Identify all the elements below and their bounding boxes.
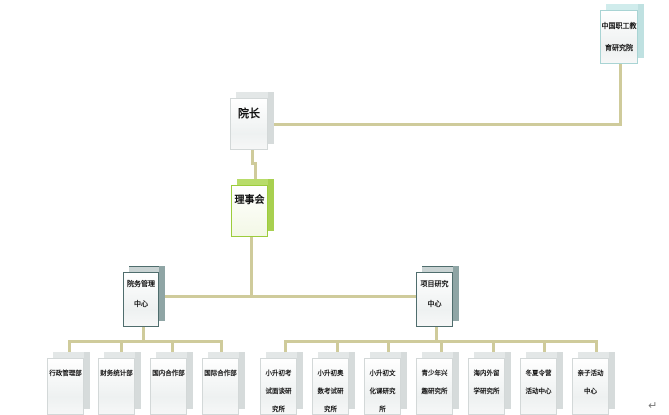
node-label-line: 中心 xyxy=(584,387,597,395)
node-label-line: 行政管理部 xyxy=(49,369,82,377)
node-label-line: 院务管理 xyxy=(127,280,155,288)
node-label-line: 趣研究所 xyxy=(421,387,448,395)
node-label-line: 活动中心 xyxy=(525,387,552,395)
node-label-line: 试面谈研 xyxy=(265,387,292,395)
node-label-line: 中国职工教 xyxy=(601,22,637,30)
node-label-line: 小升初考 xyxy=(265,369,292,377)
node-admin-center: 院务管理 中心 xyxy=(123,266,165,327)
node-label-line: 化课研究 xyxy=(369,387,396,395)
connector-research-drop-3 xyxy=(387,340,390,353)
node-research-center: 项目研究 中心 xyxy=(416,266,459,327)
connector-centers-horizontal xyxy=(164,295,418,298)
node-research-unit: 小升初奥 数考试研 究所 xyxy=(312,352,355,415)
node-admin-dept: 财务统计部 xyxy=(98,352,141,415)
node-research-unit: 小升初文 化课研究 所 xyxy=(364,352,407,415)
connector-board-down xyxy=(250,236,253,296)
node-label-line: 小升初文 xyxy=(369,369,396,377)
node-label-line: 数考试研 xyxy=(317,387,344,395)
node-label-line: 究所 xyxy=(272,405,285,413)
connector-president-to-top-right xyxy=(274,123,620,126)
connector-research-drop-6 xyxy=(543,340,546,353)
node-label-line: 冬夏令营 xyxy=(525,369,552,377)
node-label-line: 国际合作部 xyxy=(204,369,237,377)
node-admin-dept: 行政管理部 xyxy=(47,352,90,415)
node-admin-dept: 国际合作部 xyxy=(202,352,245,415)
node-admin-dept: 国内合作部 xyxy=(150,352,193,415)
connector-research-drop-1 xyxy=(284,340,287,353)
node-label-line: 究所 xyxy=(324,405,337,413)
node-label-line: 育研究院 xyxy=(605,44,633,52)
node-research-unit: 青少年兴 趣研究所 xyxy=(416,352,459,415)
node-label-line: 亲子活动 xyxy=(577,369,604,377)
node-label-line: 项目研究 xyxy=(420,280,449,288)
node-label-line: 学研究所 xyxy=(473,387,500,395)
node-label-line: 财务统计部 xyxy=(100,369,133,377)
node-label-line: 理事会 xyxy=(234,195,265,206)
paragraph-mark-icon: ↵ xyxy=(648,399,658,412)
connector-admin-bus xyxy=(68,340,223,343)
connector-admin-drop-2 xyxy=(120,340,123,353)
node-education-institute: 中国职工教 育研究院 xyxy=(600,4,644,64)
connector-admin-down xyxy=(142,326,145,342)
node-research-unit: 亲子活动 中心 xyxy=(572,352,615,415)
node-research-unit: 海内外留 学研究所 xyxy=(468,352,511,415)
connector-research-down xyxy=(435,326,438,342)
connector-research-drop-4 xyxy=(440,340,443,353)
connector-admin-drop-1 xyxy=(68,340,71,353)
node-label-line: 中心 xyxy=(427,300,442,308)
node-label-line: 所 xyxy=(379,405,386,413)
node-president: 院长 xyxy=(230,92,274,150)
node-label-line: 海内外留 xyxy=(473,369,500,377)
connector-research-drop-7 xyxy=(595,340,598,353)
node-research-unit: 小升初考 试面谈研 究所 xyxy=(260,352,303,415)
connector-research-drop-2 xyxy=(336,340,339,353)
node-label-line: 国内合作部 xyxy=(152,369,185,377)
node-board: 理事会 xyxy=(231,179,274,237)
connector-president-to-board-a xyxy=(251,150,254,163)
node-research-unit: 冬夏令营 活动中心 xyxy=(520,352,563,415)
connector-research-drop-5 xyxy=(492,340,495,353)
node-label-line: 青少年兴 xyxy=(421,369,448,377)
connector-top-right-down xyxy=(619,62,622,126)
node-label-line: 小升初奥 xyxy=(317,369,344,377)
connector-admin-drop-3 xyxy=(171,340,174,353)
connector-admin-drop-4 xyxy=(220,340,223,353)
node-label-line: 院长 xyxy=(238,107,260,120)
node-label-line: 中心 xyxy=(134,300,148,308)
connector-president-to-board-c xyxy=(254,162,257,180)
